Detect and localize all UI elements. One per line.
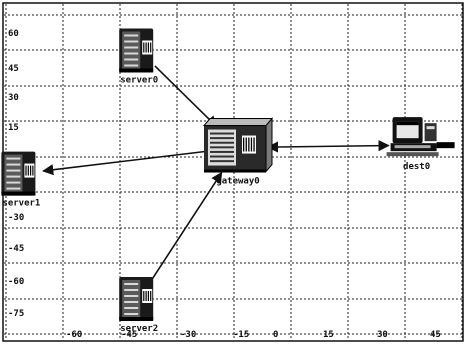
y-tick-label: 60 — [8, 29, 19, 39]
server-icon — [119, 277, 154, 321]
y-tick-label: 45 — [8, 64, 19, 74]
link-server0-gateway0 — [154, 65, 218, 128]
node-label: server1 — [2, 199, 40, 209]
y-tick-label: -30 — [8, 213, 24, 223]
node-label: gateway0 — [216, 177, 259, 187]
nodes: server0 server1 server2 gateway0 dest0 — [1, 28, 455, 334]
x-tick-label: 15 — [323, 330, 334, 340]
node-server1[interactable]: server1 — [1, 151, 40, 209]
x-tick-label: -30 — [180, 330, 196, 340]
y-tick-label: 15 — [8, 123, 19, 133]
server-icon — [1, 151, 36, 196]
link-gateway0-dest0 — [266, 140, 390, 153]
workstation-icon — [386, 117, 455, 157]
y-tick-label: -60 — [8, 277, 24, 287]
node-label: server0 — [120, 76, 158, 86]
router-icon — [202, 117, 274, 173]
y-tick-label: -45 — [8, 244, 24, 254]
link-server2-gateway0 — [150, 171, 223, 282]
node-label: server2 — [120, 324, 158, 334]
node-dest0[interactable]: dest0 — [386, 117, 455, 172]
y-tick-label: 30 — [8, 93, 19, 103]
x-tick-label: 30 — [377, 330, 388, 340]
x-tick-label: 45 — [430, 330, 441, 340]
node-server2[interactable]: server2 — [119, 277, 158, 334]
x-tick-label: -60 — [66, 330, 82, 340]
x-tick-label: 0 — [273, 330, 278, 340]
node-server0[interactable]: server0 — [119, 28, 158, 86]
link-gateway0-server1 — [42, 150, 209, 176]
y-tick-label: -75 — [8, 309, 24, 319]
x-tick-label: -45 — [121, 330, 137, 340]
links — [42, 65, 390, 282]
node-label: dest0 — [403, 162, 430, 172]
server-icon — [119, 28, 154, 73]
x-tick-label: -15 — [233, 330, 249, 340]
node-gateway0[interactable]: gateway0 — [202, 117, 274, 187]
